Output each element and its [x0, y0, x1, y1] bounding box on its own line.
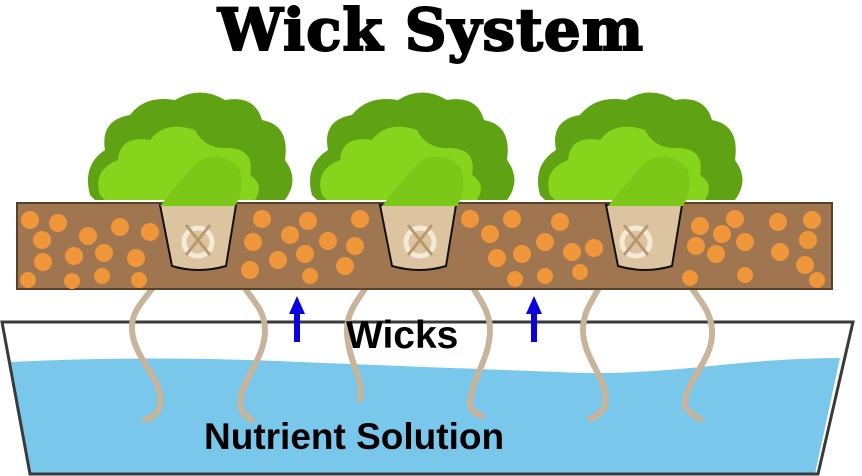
plants — [87, 92, 743, 206]
wick-2 — [229, 255, 269, 423]
arrows — [289, 296, 542, 342]
net-pot-1 — [158, 204, 238, 271]
wick-6 — [677, 255, 716, 422]
net-pot-2 — [378, 204, 458, 271]
diagram-title: Wick System — [217, 0, 645, 65]
nutrient-solution-water — [10, 358, 840, 474]
wick-5 — [579, 255, 609, 422]
pellets — [20, 210, 825, 289]
wicks — [128, 253, 716, 423]
wick-1 — [128, 255, 167, 423]
wick-4 — [459, 253, 494, 419]
up-arrow-icon-1 — [289, 296, 305, 342]
reservoir — [0, 320, 855, 476]
up-arrow-icon-2 — [526, 296, 542, 342]
lettuce-plant-2 — [310, 92, 515, 206]
lettuce-plant-1 — [87, 92, 293, 206]
wicks-label: Wicks — [346, 314, 459, 357]
tank-outline — [0, 320, 855, 476]
net-pot-3 — [604, 204, 684, 271]
net-pots — [158, 204, 684, 271]
lettuce-plant-3 — [538, 92, 743, 206]
nutrient-solution-label: Nutrient Solution — [204, 416, 505, 457]
